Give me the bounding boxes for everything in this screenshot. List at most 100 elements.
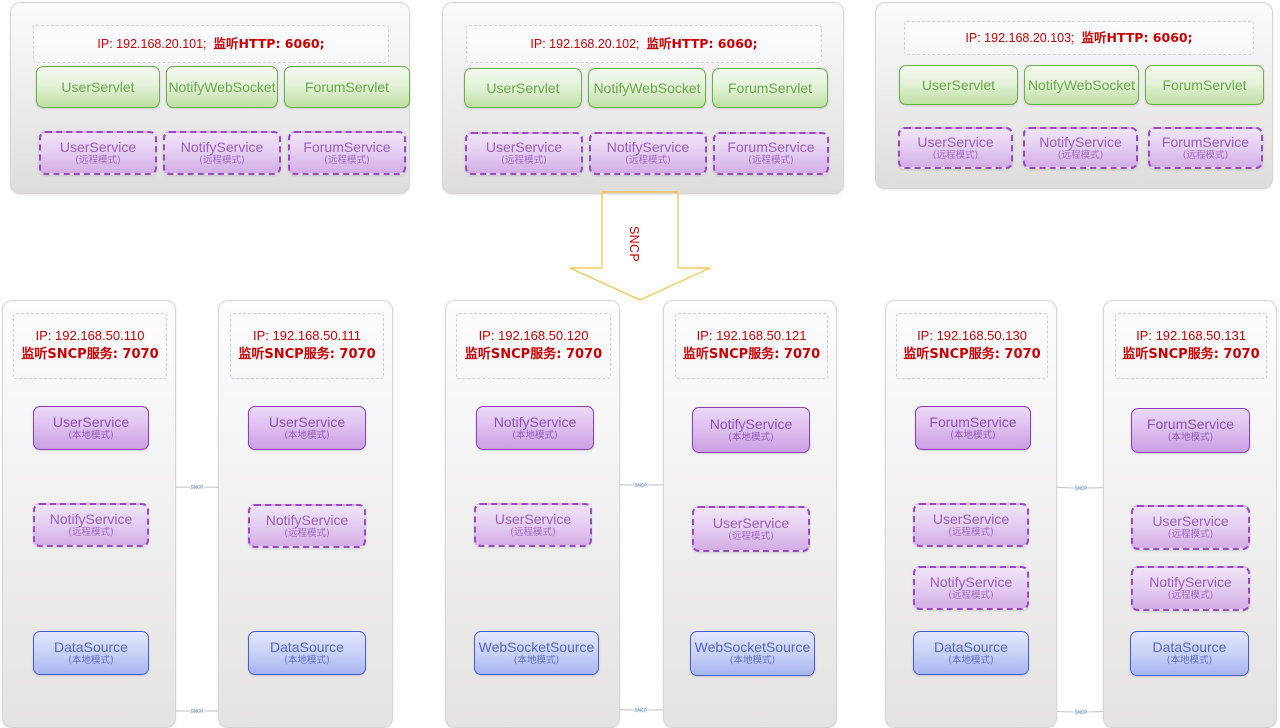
host-http-port: 监听HTTP: 6060; xyxy=(213,35,325,51)
service-box-remote: UserService (远程模式) xyxy=(898,127,1013,169)
component-name: DataSource xyxy=(270,638,344,655)
component-box: UserService (远程模式) xyxy=(474,503,592,547)
host-ip-header: IP: 192.168.20.103; 监听HTTP: 6060; xyxy=(904,21,1254,55)
service-mode: (远程模式) xyxy=(748,155,794,167)
component-box: DataSource (本地模式) xyxy=(1130,631,1249,676)
component-mode: (远程模式) xyxy=(948,589,994,601)
link-label: SNCP xyxy=(633,482,649,488)
service-mode: (远程模式) xyxy=(1057,149,1104,161)
component-box: WebSocketSource (本地模式) xyxy=(474,631,599,675)
web-host-panel-2: IP: 192.168.20.102; 监听HTTP: 6060; UserSe… xyxy=(442,2,844,194)
component-name: UserService xyxy=(268,413,346,430)
component-mode: (本地模式) xyxy=(729,655,776,667)
component-name: WebSocketSource xyxy=(694,639,811,656)
component-name: NotifyService xyxy=(493,413,577,430)
component-mode: (本地模式) xyxy=(728,431,774,443)
component-mode: (远程模式) xyxy=(284,527,330,539)
service-box-remote: UserService (远程模式) xyxy=(39,131,157,175)
service-box-remote: NotifyService (远程模式) xyxy=(589,132,707,175)
component-mode: (本地模式) xyxy=(950,429,996,441)
service-name: ForumService xyxy=(303,138,391,155)
service-name: ForumService xyxy=(727,139,815,156)
node-ip-header: IP: 192.168.50.131 监听SNCP服务: 7070 xyxy=(1115,313,1267,379)
servlet-name: NotifyWebSocket xyxy=(593,79,701,96)
servlet-name: UserServlet xyxy=(61,78,135,95)
servlet-name: ForumServlet xyxy=(727,79,813,96)
component-name: DataSource xyxy=(54,638,128,655)
sncp-protocol-label: SNCP xyxy=(627,226,641,262)
servlet-name: ForumServlet xyxy=(304,78,390,95)
service-box-remote: NotifyService (远程模式) xyxy=(163,131,281,175)
node-sncp-port: 监听SNCP服务: 7070 xyxy=(682,347,821,362)
service-node-panel-5: IP: 192.168.50.130 监听SNCP服务: 7070 ForumS… xyxy=(885,300,1057,728)
servlet-box: UserServlet xyxy=(36,66,160,108)
component-mode: (远程模式) xyxy=(728,530,774,542)
service-name: NotifyService xyxy=(606,139,690,156)
component-name: UserService xyxy=(712,514,790,531)
service-node-panel-4: IP: 192.168.50.121 监听SNCP服务: 7070 Notify… xyxy=(663,300,837,728)
component-box: DataSource (本地模式) xyxy=(248,631,366,675)
service-name: UserService xyxy=(485,139,563,156)
servlet-box: UserServlet xyxy=(899,65,1018,105)
component-mode: (远程模式) xyxy=(1167,590,1214,602)
node-sncp-port: 监听SNCP服务: 7070 xyxy=(464,347,603,362)
host-http-port: 监听HTTP: 6060; xyxy=(646,35,758,51)
service-mode: (远程模式) xyxy=(75,154,121,166)
servlet-box: UserServlet xyxy=(464,68,582,108)
component-mode: (远程模式) xyxy=(510,526,556,538)
component-box: DataSource (本地模式) xyxy=(33,631,149,675)
servlet-name: NotifyWebSocket xyxy=(168,78,276,95)
component-name: DataSource xyxy=(1152,639,1227,656)
service-name: NotifyService xyxy=(1039,133,1122,150)
link-label: SNCP xyxy=(633,707,649,713)
servlet-name: NotifyWebSocket xyxy=(1027,76,1136,93)
node-ip-header: IP: 192.168.50.130 监听SNCP服务: 7070 xyxy=(896,313,1048,379)
component-name: UserService xyxy=(494,510,572,527)
component-name: WebSocketSource xyxy=(478,638,595,655)
component-box: NotifyService (远程模式) xyxy=(248,504,366,548)
web-host-panel-1: IP: 192.168.20.101; 监听HTTP: 6060; UserSe… xyxy=(10,2,410,194)
component-box: DataSource (本地模式) xyxy=(913,631,1029,675)
component-name: NotifyService xyxy=(709,415,793,432)
node-ip-header: IP: 192.168.50.111 监听SNCP服务: 7070 xyxy=(230,313,384,379)
service-name: ForumService xyxy=(1161,133,1250,150)
component-box: NotifyService (远程模式) xyxy=(33,503,149,547)
component-name: UserService xyxy=(1152,513,1229,530)
service-mode: (远程模式) xyxy=(932,149,979,161)
component-mode: (远程模式) xyxy=(1167,529,1214,541)
component-mode: (本地模式) xyxy=(513,654,560,666)
service-node-panel-3: IP: 192.168.50.120 监听SNCP服务: 7070 Notify… xyxy=(445,300,620,728)
servlet-box: NotifyWebSocket xyxy=(166,66,278,108)
node-ip-address: IP: 192.168.50.121 xyxy=(696,328,807,344)
component-mode: (本地模式) xyxy=(68,429,114,441)
component-mode: (本地模式) xyxy=(1166,655,1213,667)
node-ip-address: IP: 192.168.50.111 xyxy=(253,328,361,344)
host-ip-header: IP: 192.168.20.101; 监听HTTP: 6060; xyxy=(33,25,389,63)
component-name: ForumService xyxy=(1146,416,1235,433)
component-name: NotifyService xyxy=(265,511,349,528)
link-label: SNCP xyxy=(1073,485,1089,491)
component-box: NotifyService (本地模式) xyxy=(692,407,810,453)
component-name: NotifyService xyxy=(1149,574,1232,591)
node-ip-header: IP: 192.168.50.110 监听SNCP服务: 7070 xyxy=(13,313,167,379)
servlet-box: NotifyWebSocket xyxy=(1024,65,1139,105)
service-mode: (远程模式) xyxy=(324,154,370,166)
node-ip-address: IP: 192.168.50.130 xyxy=(917,328,1027,344)
node-sncp-port: 监听SNCP服务: 7070 xyxy=(1122,347,1260,362)
component-mode: (本地模式) xyxy=(1167,432,1214,444)
servlet-name: UserServlet xyxy=(921,76,996,93)
component-mode: (本地模式) xyxy=(284,654,330,666)
service-name: NotifyService xyxy=(180,138,264,155)
component-name: DataSource xyxy=(934,638,1008,655)
service-box-remote: ForumService (远程模式) xyxy=(1148,127,1263,169)
service-node-panel-6: IP: 192.168.50.131 监听SNCP服务: 7070 ForumS… xyxy=(1103,300,1277,728)
service-node-panel-1: IP: 192.168.50.110 监听SNCP服务: 7070 UserSe… xyxy=(2,300,176,728)
component-name: ForumService xyxy=(929,413,1017,430)
node-ip-address: IP: 192.168.50.110 xyxy=(35,328,145,344)
servlet-name: UserServlet xyxy=(486,79,560,96)
node-ip-address: IP: 192.168.50.120 xyxy=(478,328,589,344)
node-ip-address: IP: 192.168.50.131 xyxy=(1136,328,1246,344)
service-node-panel-2: IP: 192.168.50.111 监听SNCP服务: 7070 UserSe… xyxy=(218,300,393,728)
component-mode: (远程模式) xyxy=(68,526,114,538)
